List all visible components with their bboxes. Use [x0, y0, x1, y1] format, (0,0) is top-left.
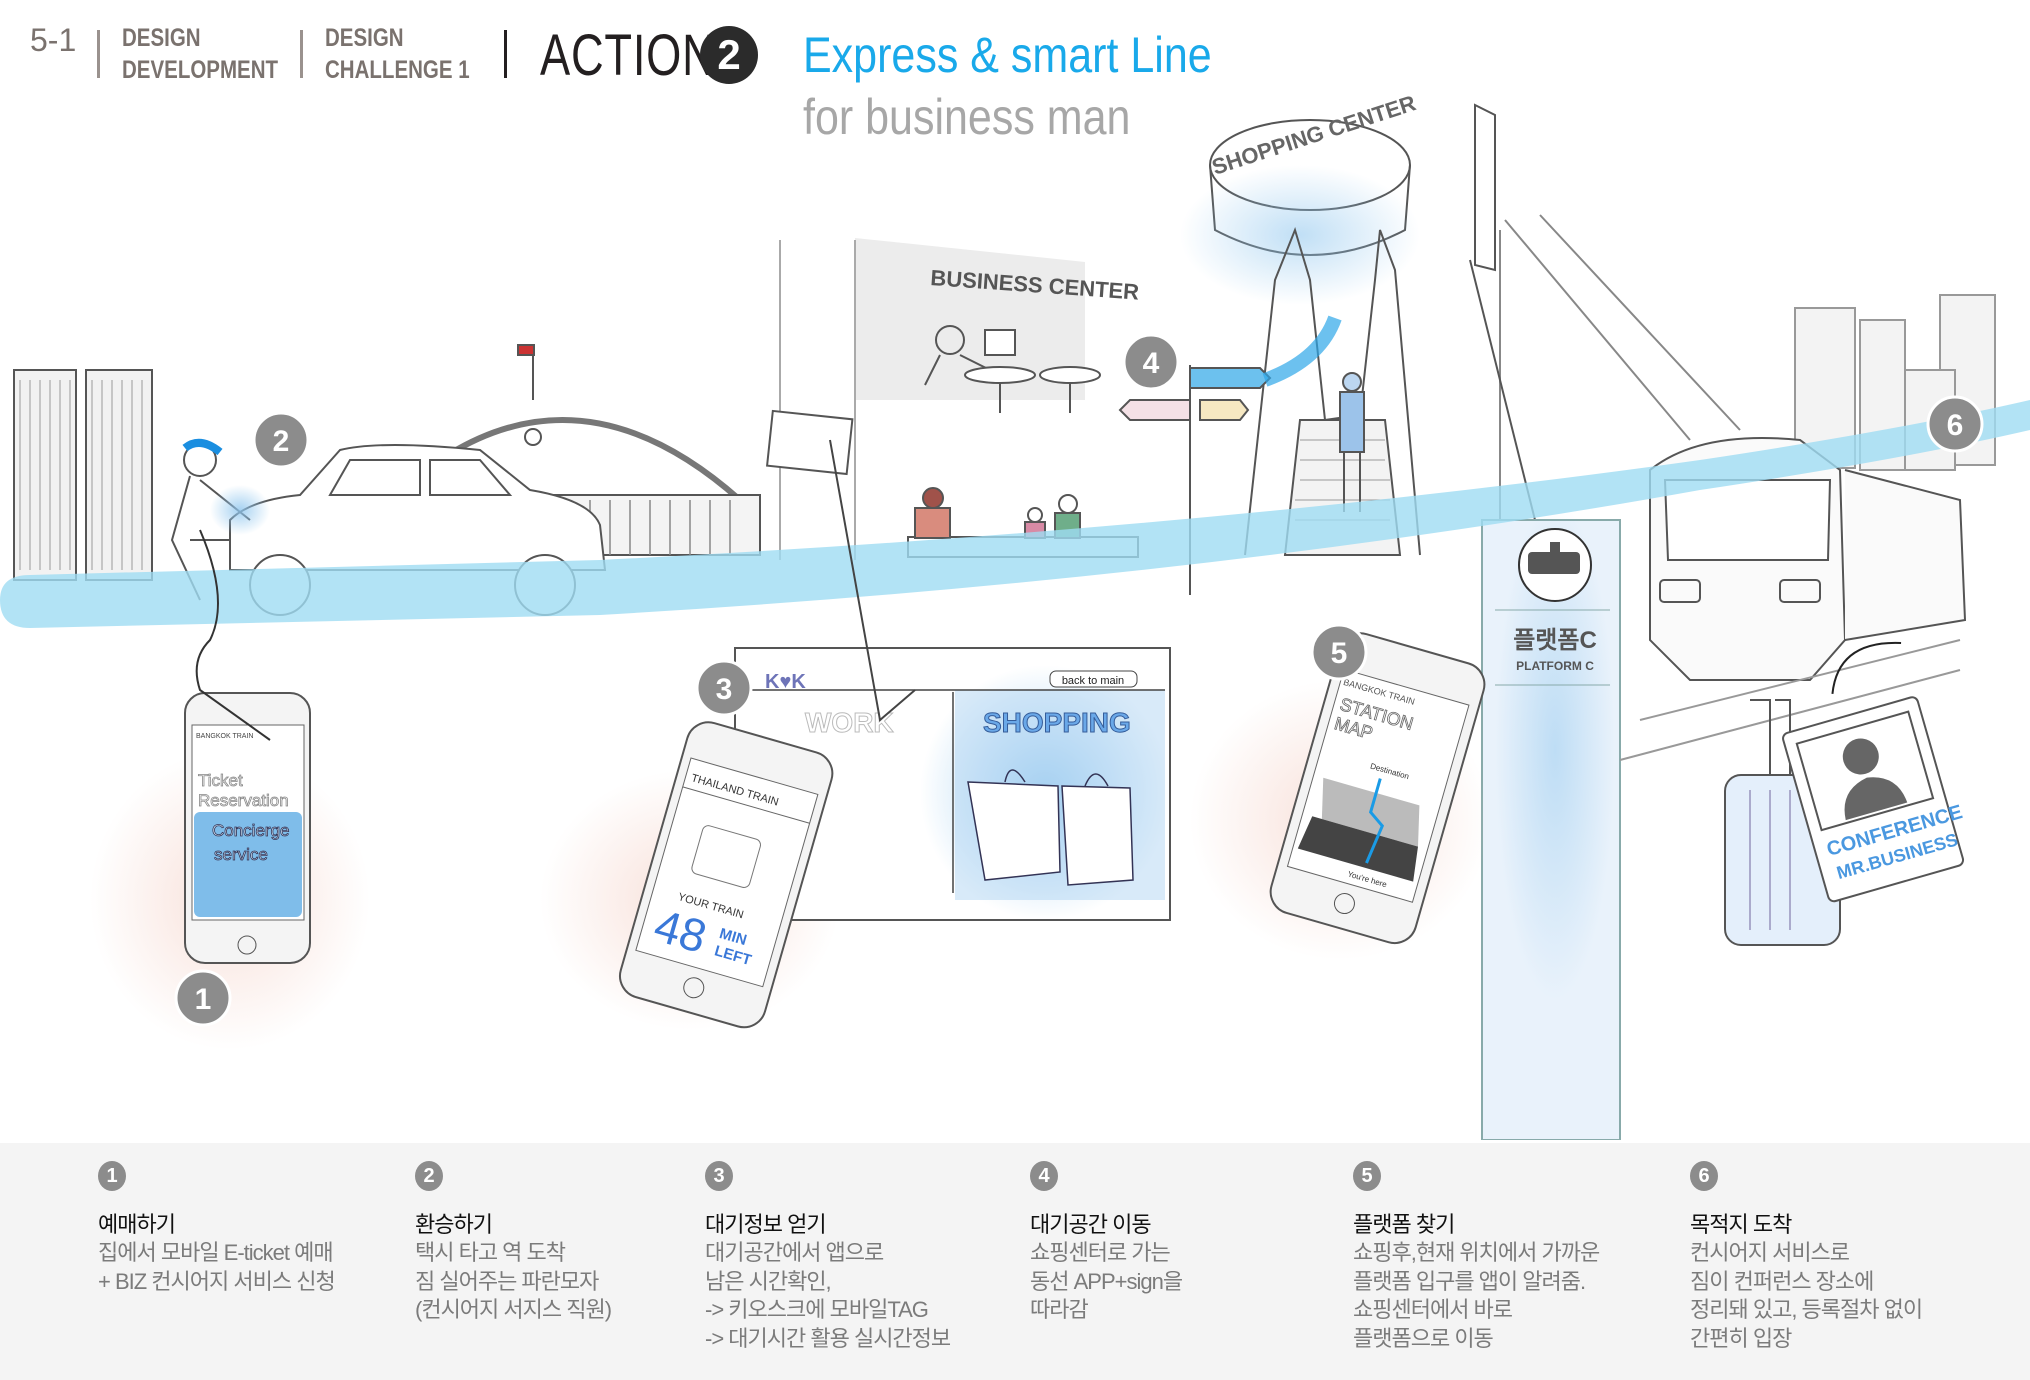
step-marker-label: 5 — [1331, 637, 1348, 670]
breadcrumb-line: DESIGN — [325, 24, 404, 52]
conference-badge: CONFERENCE MR.BUSINESS — [1782, 641, 1965, 903]
phone-ticket-reservation: BANGKOK TRAIN Ticket Reservation Concier… — [184, 692, 311, 964]
back-to-main-label: back to main — [1062, 675, 1124, 687]
phone-train-countdown: THAILAND TRAIN YOUR TRAIN 48 MIN LEFT — [619, 721, 834, 1029]
page-subtitle: for business man — [803, 89, 1131, 145]
action-label: ACTION — [540, 23, 716, 88]
phone1-service: service — [214, 845, 268, 864]
step-column-1: 1 예매하기 집에서 모바일 E-ticket 예매 + BIZ 컨시어지 서비… — [98, 1161, 428, 1296]
step-line: 간편히 입장 — [1690, 1325, 1792, 1351]
step-number-badge: 3 — [705, 1161, 733, 1191]
step-marker-label: 6 — [1947, 409, 1964, 442]
step-title: 예매하기 — [98, 1212, 176, 1237]
step-line: 플랫폼 입구를 앱이 알려줌. — [1353, 1268, 1586, 1294]
train — [1619, 437, 1967, 761]
step-title: 대기공간 이동 — [1030, 1212, 1152, 1237]
step-marker-6: 6 — [1926, 395, 1984, 453]
step-line: 대기공간에서 앱으로 — [705, 1240, 884, 1265]
step-line: + BIZ 컨시어지 서비스 신청 — [98, 1268, 336, 1294]
direction-sign — [1118, 365, 1272, 595]
step-line: 택시 타고 역 도착 — [415, 1240, 566, 1265]
section-number: 5-1 — [30, 22, 77, 58]
step-line: 쇼핑후,현재 위치에서 가까운 — [1353, 1240, 1600, 1265]
step-line: 플랫폼으로 이동 — [1353, 1325, 1494, 1351]
step-number-badge: 5 — [1353, 1161, 1381, 1191]
step-number-badge: 6 — [1690, 1161, 1718, 1191]
kiosk-screen: K♥K back to main WORK SHOPPING — [734, 647, 1171, 921]
phone-station-map: BANGKOK TRAIN STATION MAP Destination Yo… — [1269, 632, 1486, 945]
page-title: Express & smart Line — [803, 27, 1212, 83]
step-line: 남은 시간확인, — [705, 1268, 832, 1294]
step-marker-1: 1 — [174, 969, 232, 1027]
platform-sign-english: PLATFORM C — [1516, 659, 1594, 673]
step-marker-label: 2 — [273, 425, 290, 458]
step-line: 따라감 — [1030, 1297, 1089, 1322]
breadcrumb-design-challenge[interactable]: DESIGN CHALLENGE 1 — [325, 22, 470, 86]
breadcrumb-design-development[interactable]: DESIGN DEVELOPMENT — [122, 22, 278, 86]
step-title: 플랫폼 찾기 — [1353, 1212, 1455, 1237]
info-board — [765, 409, 854, 476]
journey-illustration: BUSINESS CENTER SHOPPING CENTER — [0, 90, 2030, 1140]
step-marker-label: 1 — [195, 983, 212, 1016]
phone1-brand: BANGKOK TRAIN — [196, 733, 253, 740]
step-line: (컨시어지 서지스 직원) — [415, 1297, 612, 1322]
journey-path-band — [0, 400, 2030, 628]
step-number-badge: 2 — [415, 1161, 443, 1191]
step-marker-label: 4 — [1143, 347, 1160, 380]
divider — [504, 30, 507, 78]
divider — [97, 30, 100, 78]
step-number-badge: 1 — [98, 1161, 126, 1191]
step-marker-label: 3 — [716, 673, 733, 706]
phone1-reservation: Reservation — [198, 791, 289, 810]
step-column-4: 4 대기공간 이동 쇼핑센터로 가는 동선 APP+sign을 따라감 — [1030, 1161, 1360, 1325]
kiosk-tab-shopping: SHOPPING — [983, 707, 1131, 738]
step-markers: 1 2 3 4 5 6 — [174, 333, 1984, 1027]
step-line: 집에서 모바일 E-ticket 예매 — [98, 1240, 334, 1265]
business-center — [855, 238, 1101, 413]
step-marker-4: 4 — [1122, 333, 1180, 391]
step-line: 짐이 컨퍼런스 장소에 — [1690, 1268, 1874, 1294]
back-to-main-button[interactable] — [1049, 670, 1138, 688]
divider — [300, 30, 303, 78]
breadcrumb-line: CHALLENGE 1 — [325, 56, 470, 84]
action-number-badge: 2 — [700, 26, 758, 84]
step-line: 짐 실어주는 파란모자 — [415, 1268, 599, 1294]
step-marker-3: 3 — [695, 659, 753, 717]
step-title: 환승하기 — [415, 1212, 493, 1237]
step-title: 대기정보 얻기 — [705, 1212, 827, 1237]
skyscrapers-left — [13, 369, 153, 581]
step-column-3: 3 대기정보 얻기 대기공간에서 앱으로 남은 시간확인, -> 키오스크에 모… — [705, 1161, 1035, 1353]
step-column-5: 5 플랫폼 찾기 쇼핑후,현재 위치에서 가까운 플랫폼 입구를 앱이 알려줌.… — [1353, 1161, 1683, 1353]
step-marker-5: 5 — [1310, 623, 1368, 681]
step-column-6: 6 목적지 도착 컨시어지 서비스로 짐이 컨퍼런스 장소에 정리돼 있고, 등… — [1690, 1161, 2020, 1353]
platform-sign-korean: 플랫폼C — [1513, 627, 1597, 654]
step-line: 정리돼 있고, 등록절차 없이 — [1690, 1297, 1923, 1322]
shopping-bags-icon — [967, 781, 1134, 886]
step-line: -> 키오스크에 모바일TAG — [705, 1297, 929, 1322]
step-title: 목적지 도착 — [1690, 1212, 1792, 1237]
step-line: -> 대기시간 활용 실시간정보 — [705, 1325, 951, 1351]
step-line: 쇼핑센터로 가는 — [1030, 1240, 1171, 1265]
steps-panel: 1 예매하기 집에서 모바일 E-ticket 예매 + BIZ 컨시어지 서비… — [0, 1143, 2030, 1380]
kiosk-tab-work: WORK — [805, 707, 894, 738]
phone3-unit-min: MIN — [717, 925, 748, 949]
step-line: 동선 APP+sign을 — [1030, 1268, 1183, 1294]
step-column-2: 2 환승하기 택시 타고 역 도착 짐 실어주는 파란모자 (컨시어지 서지스 … — [415, 1161, 745, 1325]
phone1-concierge: Concierge — [212, 821, 290, 840]
step-marker-2: 2 — [252, 411, 310, 469]
phone1-ticket: Ticket — [198, 771, 243, 790]
kiosk-logo: K♥K — [765, 671, 806, 693]
step-line: 쇼핑센터에서 바로 — [1353, 1297, 1513, 1322]
breadcrumb-line: DEVELOPMENT — [122, 56, 279, 84]
shopping-center — [1180, 103, 1496, 305]
step-number-badge: 4 — [1030, 1161, 1058, 1191]
breadcrumb-line: DESIGN — [122, 24, 201, 52]
step-line: 컨시어지 서비스로 — [1690, 1240, 1850, 1265]
